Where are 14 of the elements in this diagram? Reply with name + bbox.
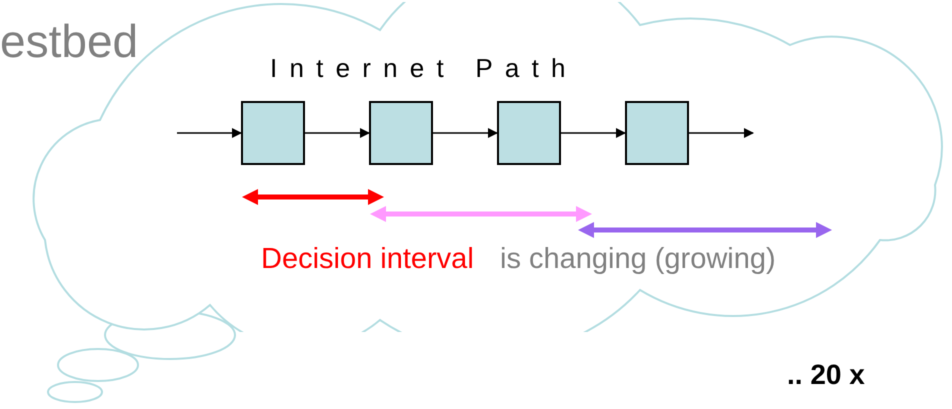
path-node-box xyxy=(241,101,305,165)
interval-caption: is changing (growing) xyxy=(500,242,776,277)
repeat-note: .. 20 x xyxy=(787,358,865,392)
path-heading: Internet Path xyxy=(270,53,578,84)
heading: estbed xyxy=(0,14,138,69)
path-node-box xyxy=(497,101,561,165)
arrow xyxy=(561,128,626,138)
arrow xyxy=(305,128,370,138)
arrow xyxy=(177,128,242,138)
interval-caption: Decision interval xyxy=(261,242,474,277)
path-node-box xyxy=(369,101,433,165)
arrow xyxy=(433,128,498,138)
arrow xyxy=(689,128,754,138)
path-node-box xyxy=(625,101,689,165)
